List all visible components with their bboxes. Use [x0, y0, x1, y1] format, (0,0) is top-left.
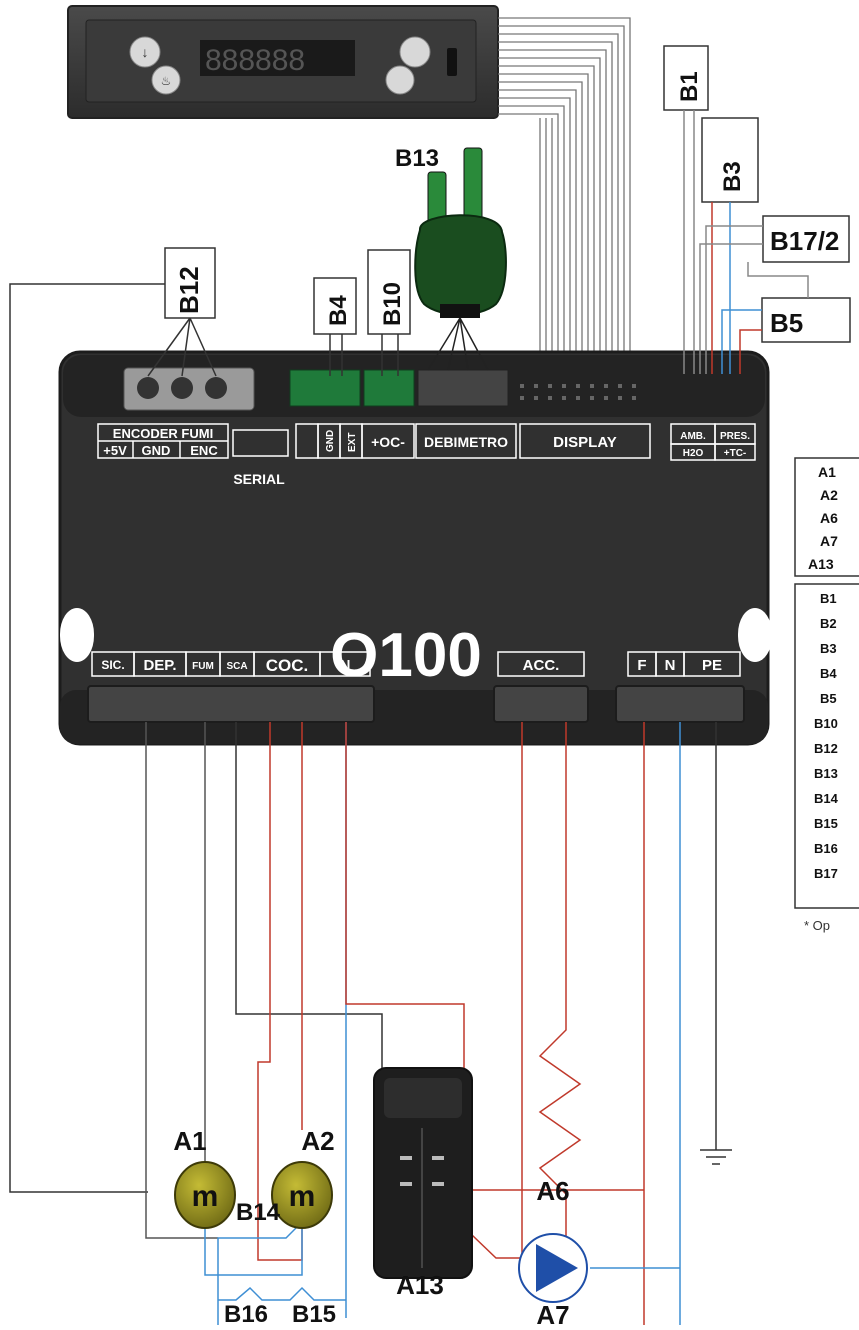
label-b15: B15 [292, 1301, 336, 1325]
bottom-connectors [87, 685, 745, 723]
legend-b: B1 B2 B3 B4 B5 B10 B12 B13 B14 B15 B16 B… [814, 591, 839, 881]
label-b13: B13 [395, 145, 439, 172]
display-left-buttons: ↓ ♨ [129, 36, 181, 95]
svg-text:m: m [192, 1180, 219, 1213]
box-b17-2 [762, 215, 850, 263]
legend-a-item: A6 [820, 510, 838, 526]
legend-b-item: B14 [814, 791, 839, 806]
label-a2: A2 [301, 1126, 334, 1156]
label-f: F [637, 657, 646, 674]
legend-b-item: B4 [820, 666, 837, 681]
label-pe: PE [702, 657, 722, 674]
label-a1: A1 [173, 1126, 206, 1156]
label-b16: B16 [224, 1301, 268, 1325]
label-gnd: GND [142, 443, 171, 458]
top-wires [9, 110, 809, 1193]
legend-b-item: B13 [814, 766, 838, 781]
label-ext-vertical: EXT [347, 433, 358, 452]
top-connector-labels [97, 423, 756, 461]
legend-b-item: B3 [820, 641, 837, 656]
label-enc: ENC [190, 443, 218, 458]
box-b5 [761, 297, 851, 343]
motor-a1: m [174, 1161, 236, 1229]
label-encoder-fumi: ENCODER FUMI [113, 426, 213, 441]
legend-a-item: A1 [818, 464, 836, 480]
label-acc: ACC. [523, 657, 560, 674]
label-debimetro: DEBIMETRO [424, 434, 508, 450]
label-oc: +OC- [371, 434, 405, 450]
display-panel: ↓ ♨ 888888 [67, 5, 499, 119]
label-tc: +TC- [724, 448, 747, 459]
label-b17-2: B17/2 [770, 226, 839, 256]
label-b12: B12 [174, 266, 204, 314]
display-segments: 888888 [200, 40, 355, 77]
label-coc: COC. [266, 656, 309, 675]
display-right-buttons [385, 36, 457, 95]
bottom-connector-labels [91, 651, 741, 677]
legend-a: A1 A2 A6 A7 A13 [808, 464, 838, 572]
label-b4: B4 [325, 295, 352, 326]
label-serial: SERIAL [233, 471, 285, 487]
box-b1 [663, 45, 709, 111]
label-amb: AMB. [680, 431, 706, 442]
top-connector-texts: ENCODER FUMI +5V GND ENC SERIAL GND EXT … [103, 426, 750, 487]
motor-a2: m [271, 1161, 333, 1229]
legend-b-item: B5 [820, 691, 837, 706]
label-b14: B14 [236, 1199, 281, 1226]
legend-b-item: B10 [814, 716, 838, 731]
box-b3 [701, 117, 759, 203]
label-n: N [340, 657, 351, 674]
label-sic: SIC. [101, 658, 124, 672]
ground-icon [700, 1149, 732, 1165]
flow-sensor-b13 [414, 147, 507, 371]
legend-b-item: B2 [820, 616, 837, 631]
svg-text:♨: ♨ [161, 74, 172, 88]
label-b3: B3 [719, 161, 746, 192]
label-n-power: N [665, 657, 676, 674]
top-box-labels: B12 B4 B10 B1 B3 B17/2 B5 B13 [174, 71, 839, 338]
top-connectors [123, 367, 636, 411]
bottom-wires [145, 722, 717, 1330]
legend-b-item: B16 [814, 841, 838, 856]
label-fum: FUM [192, 661, 214, 672]
display-ribbon-wires [498, 17, 631, 352]
legend-b-item: B15 [814, 816, 838, 831]
box-b10 [367, 249, 411, 335]
relay-a13 [373, 1067, 473, 1279]
board-model: O100 [330, 621, 482, 690]
top-component-boxes [164, 45, 851, 343]
bottom-component-labels: A1 A2 A6 A7 A13 B14 B15 B16 [173, 1126, 569, 1330]
label-a13: A13 [396, 1270, 444, 1300]
legend-b-item: B1 [820, 591, 837, 606]
label-sca: SCA [226, 661, 247, 672]
label-h2o: H2O [683, 448, 704, 459]
label-gnd-vertical: GND [325, 430, 336, 452]
label-5v: +5V [103, 443, 127, 458]
bottom-connector-texts: SIC. DEP. FUM SCA COC. N ACC. F N PE [101, 656, 722, 675]
label-pres: PRES. [720, 431, 750, 442]
pump-a7 [518, 1233, 588, 1303]
label-a6: A6 [536, 1176, 569, 1206]
legend-b-item: B12 [814, 741, 838, 756]
legend: A1 A2 A6 A7 A13 B1 B2 B3 B4 B5 B10 B12 B… [794, 457, 859, 933]
box-b4 [313, 277, 357, 335]
legend-a-item: A7 [820, 533, 838, 549]
svg-text:↓: ↓ [142, 44, 149, 60]
label-b1: B1 [676, 71, 703, 102]
label-dep: DEP. [143, 657, 176, 674]
legend-a-item: A2 [820, 487, 838, 503]
label-a7: A7 [536, 1300, 569, 1325]
label-b5: B5 [770, 308, 803, 338]
svg-text:888888: 888888 [205, 44, 305, 77]
label-display: DISPLAY [553, 434, 617, 451]
label-b10: B10 [379, 282, 406, 326]
legend-note: * Op [804, 918, 830, 933]
legend-a-item: A13 [808, 556, 834, 572]
legend-b-item: B17 [814, 866, 838, 881]
svg-text:m: m [289, 1180, 316, 1213]
